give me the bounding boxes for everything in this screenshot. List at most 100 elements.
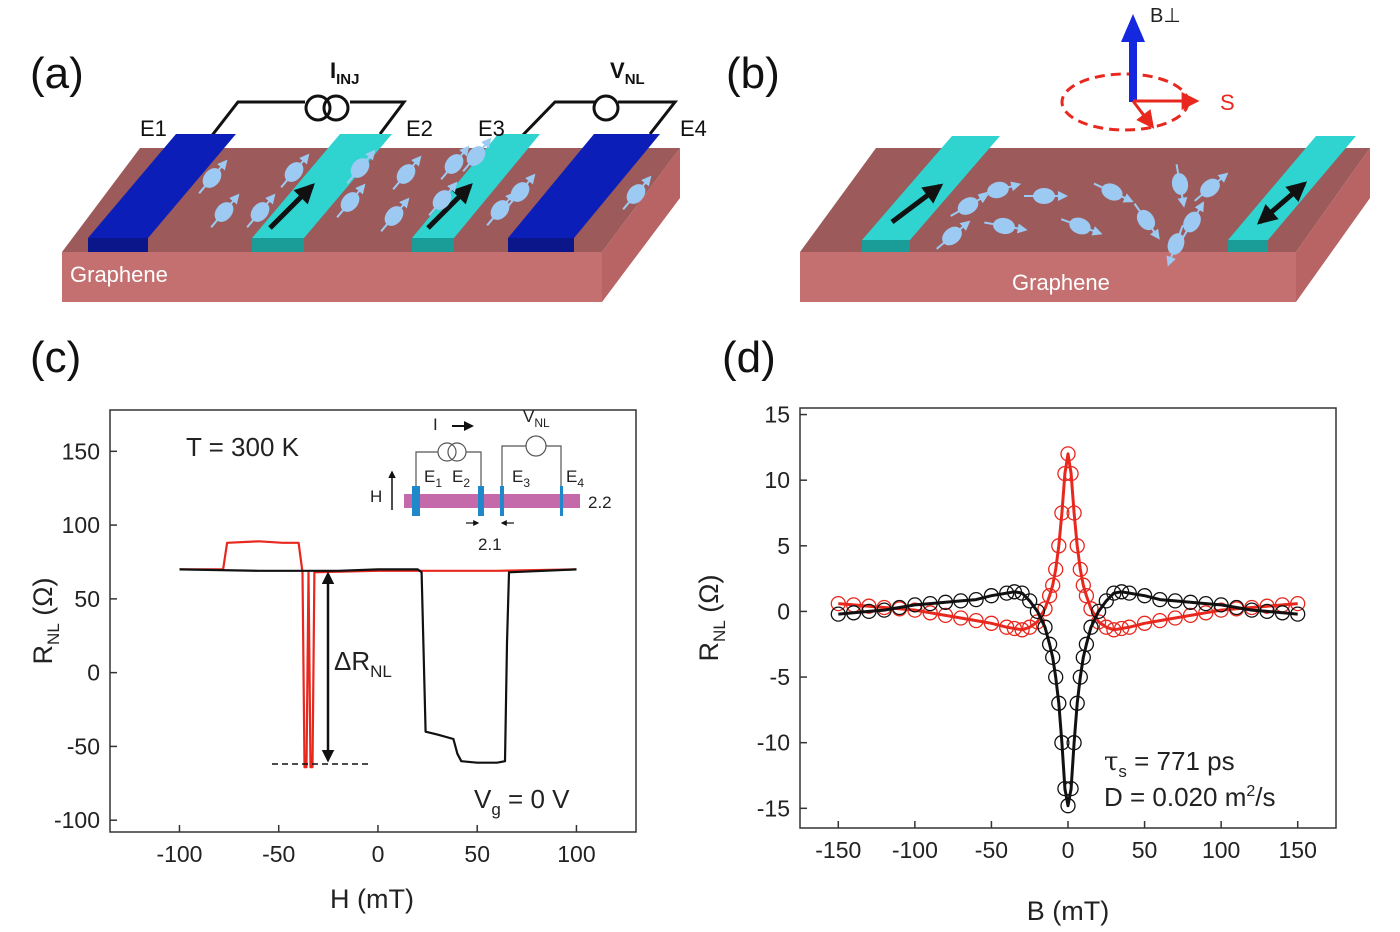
data-point <box>1090 603 1107 620</box>
data-point <box>1069 538 1085 554</box>
e3-label: E3 <box>478 116 505 141</box>
data-point <box>891 599 908 616</box>
data-point <box>1045 649 1061 666</box>
inset-voltage-wire <box>501 445 526 486</box>
x-tick-label: -150 <box>815 837 861 863</box>
data-point <box>983 615 1000 631</box>
inset-current-source-icon-2 <box>447 442 467 462</box>
electrode-e1 <box>88 134 236 252</box>
spin-icon <box>1166 224 1185 267</box>
data-point <box>1041 588 1058 604</box>
spin-icon <box>440 145 470 180</box>
data-point <box>1274 605 1291 621</box>
spin-icon <box>950 194 989 217</box>
inset-width-label-2: 2.2 <box>588 493 612 512</box>
data-point <box>1054 505 1070 521</box>
v-nl-label: VNL <box>610 58 645 88</box>
data-point <box>1051 695 1067 711</box>
tau-annotation: τs = 771 ps <box>1104 746 1235 781</box>
spin-icon <box>622 175 652 210</box>
spin-icon <box>984 217 1028 235</box>
data-point <box>1106 622 1122 638</box>
inset-voltage-label: VNL <box>523 407 550 430</box>
y-axis-label-d: RNL (Ω) <box>694 575 729 662</box>
spin-icon <box>246 193 276 228</box>
data-point <box>1037 619 1053 635</box>
data-point <box>1213 602 1229 618</box>
current-source-icon <box>304 94 332 122</box>
data-point <box>861 603 877 620</box>
inset-electrode-e1 <box>412 486 420 516</box>
field-label: B⊥ <box>1150 5 1181 27</box>
data-point <box>1244 602 1260 618</box>
spin-icon <box>198 159 228 194</box>
data-point <box>968 591 984 608</box>
y-tick-label: 0 <box>777 598 790 624</box>
field-arrow-icon <box>1121 14 1145 42</box>
inset-voltage-wire-r <box>546 445 562 486</box>
data-point <box>1078 636 1095 652</box>
spins-b <box>936 164 1229 267</box>
inset-graphene-bar <box>404 494 580 508</box>
data-point <box>1136 615 1153 631</box>
graphene-front-a <box>62 252 602 302</box>
inset-e2-label: E2 <box>452 467 470 490</box>
data-point <box>1167 610 1183 626</box>
x-axis-label-c: H (mT) <box>330 884 414 914</box>
spin-icon <box>506 173 536 208</box>
data-point <box>1063 465 1079 482</box>
detect-circuit-wire-right <box>618 100 679 135</box>
data-point <box>1060 446 1076 462</box>
data-point <box>1057 465 1073 482</box>
data-point <box>845 605 862 621</box>
data-point <box>999 619 1015 635</box>
data-point <box>1259 598 1275 614</box>
spin-icon <box>1133 203 1160 240</box>
series-line-0 <box>179 540 577 769</box>
data-point <box>1066 735 1082 751</box>
magnetization-arrow-e2 <box>268 183 315 230</box>
panel-b-label: (b) <box>726 49 780 98</box>
i-inj-label: IINJ <box>330 58 359 88</box>
data-point <box>1152 591 1168 608</box>
data-point <box>1167 593 1183 609</box>
spin-icon <box>1060 217 1103 236</box>
data-point <box>1069 695 1085 711</box>
series-line-1 <box>838 590 1298 808</box>
data-point <box>1029 614 1046 630</box>
graphene-label-b: Graphene <box>1012 270 1110 295</box>
spin-icon <box>1181 201 1204 240</box>
data-point <box>1014 622 1030 638</box>
y-tick-label: 100 <box>62 512 100 538</box>
data-point <box>907 602 923 618</box>
x-tick-label: 0 <box>372 841 385 867</box>
x-tick-label: 100 <box>1202 837 1240 863</box>
data-point <box>1006 620 1023 637</box>
y-tick-label: -15 <box>757 795 790 821</box>
spin-icon <box>346 149 376 184</box>
data-point <box>830 606 846 622</box>
detect-circuit-wire <box>518 100 595 140</box>
inset-width-label-1: 2.1 <box>478 535 502 554</box>
y-tick-label: 0 <box>87 660 100 686</box>
inset-field-label: H <box>370 487 382 506</box>
y-tick-label: -5 <box>770 664 790 690</box>
inset-e1-label: E1 <box>424 467 442 490</box>
magnetization-arrow-right-b <box>1256 181 1308 225</box>
graphene-label-a: Graphene <box>70 262 168 287</box>
data-point <box>1198 605 1214 621</box>
temperature-annotation: T = 300 K <box>186 432 300 462</box>
inset-current-wire-r <box>466 451 482 486</box>
y-tick-label: -50 <box>67 733 100 759</box>
x-tick-label: 50 <box>1132 837 1158 863</box>
inset-current-wire <box>415 451 438 486</box>
x-tick-label: -100 <box>156 841 202 867</box>
spin-vector-tilted <box>1131 100 1155 129</box>
data-point <box>1063 780 1079 797</box>
inset-voltmeter-icon <box>525 435 547 457</box>
data-point <box>1106 585 1122 601</box>
